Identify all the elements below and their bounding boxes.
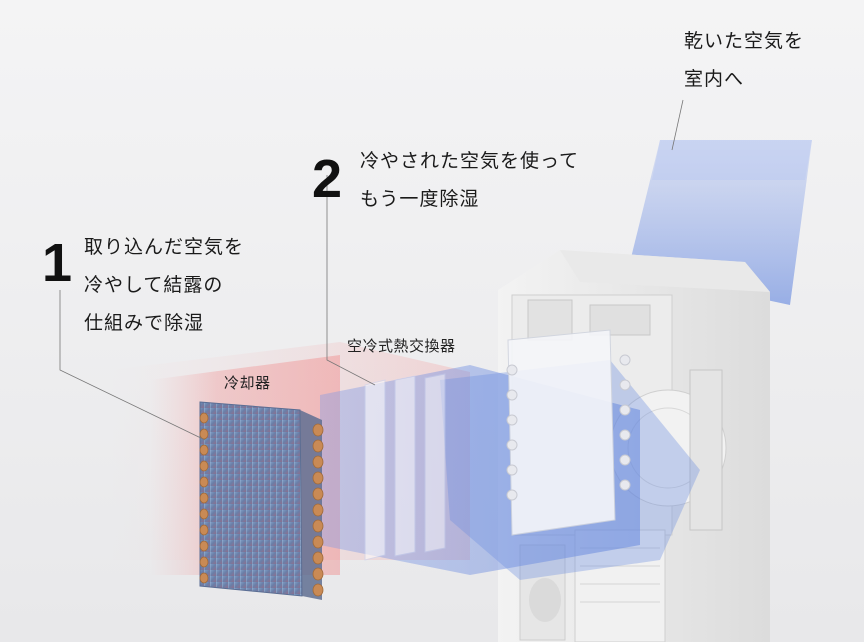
step-2-number: 2 xyxy=(312,149,343,209)
cooler-label: 冷却器 xyxy=(224,374,271,392)
outflow-line-1: 乾いた空気を xyxy=(684,30,805,52)
outflow-line-2: 室内へ xyxy=(684,68,745,90)
cooler-coil xyxy=(199,401,324,600)
leader-lines xyxy=(59,99,684,441)
step-1-description: 取り込んだ空気を 冷やして結露の 仕組みで除湿 xyxy=(84,228,244,342)
outflow-description: 乾いた空気を 室内へ xyxy=(684,22,804,98)
step-2-line-1: 冷やされた空気を使って xyxy=(360,150,580,172)
step-2-description: 冷やされた空気を使って もう一度除湿 xyxy=(360,142,579,218)
heat-exchanger-label: 空冷式熱交換器 xyxy=(347,337,456,355)
step-2-line-2: もう一度除湿 xyxy=(360,188,480,210)
step-1-line-2: 冷やして結露の xyxy=(84,274,224,296)
heat-exchanger xyxy=(364,329,631,561)
step-1-line-3: 仕組みで除湿 xyxy=(84,312,205,334)
step-1-line-1: 取り込んだ空気を xyxy=(84,236,245,258)
step-1-number: 1 xyxy=(42,233,73,293)
